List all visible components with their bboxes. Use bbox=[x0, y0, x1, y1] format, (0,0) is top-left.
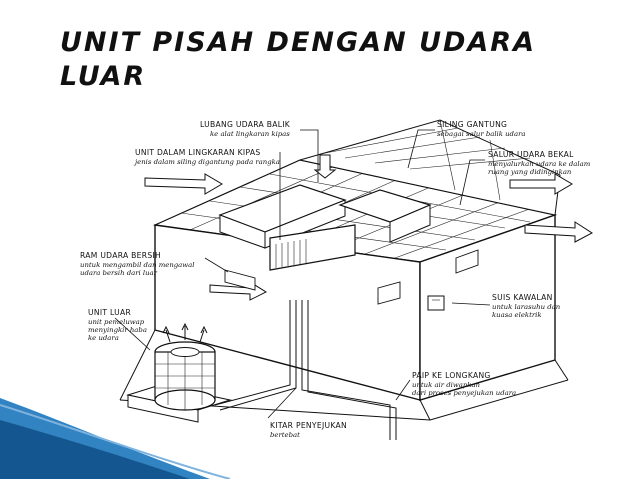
label-salur-udara-bekal: SALUR UDARA BEKAL menyalurkan udara ke d… bbox=[488, 150, 591, 176]
arrow-up-return bbox=[313, 154, 337, 179]
outdoor-unit bbox=[126, 322, 232, 423]
svg-text:menyalurkan udara ke dalam: menyalurkan udara ke dalam bbox=[488, 160, 591, 168]
svg-text:RAM UDARA BERSIH: RAM UDARA BERSIH bbox=[80, 251, 161, 260]
wall-louvres bbox=[224, 249, 479, 305]
svg-text:kuasa elektrik: kuasa elektrik bbox=[492, 311, 542, 319]
svg-text:SALUR UDARA BEKAL: SALUR UDARA BEKAL bbox=[488, 150, 574, 159]
title-line-2: LUAR bbox=[60, 61, 147, 92]
svg-text:untuk mengambil dan mengawal: untuk mengambil dan mengawal bbox=[80, 261, 195, 269]
svg-text:menyingkir haba: menyingkir haba bbox=[88, 326, 147, 334]
svg-text:unit pemeluwap: unit pemeluwap bbox=[88, 318, 145, 326]
svg-text:untuk larasuhu dan: untuk larasuhu dan bbox=[492, 303, 560, 311]
arrow-right-supply bbox=[524, 221, 593, 243]
label-paip-ke-longkang: PAIP KE LONGKANG untuk air diwapkan dari… bbox=[412, 371, 516, 397]
svg-text:UNIT LUAR: UNIT LUAR bbox=[88, 308, 132, 317]
label-unit-dalam: UNIT DALAM LINGKARAN KIPAS jenis dalam s… bbox=[133, 148, 280, 166]
svg-text:jenis dalam siling digantung p: jenis dalam siling digantung pada rangka bbox=[133, 158, 280, 166]
svg-text:untuk air diwapkan: untuk air diwapkan bbox=[412, 381, 480, 389]
svg-text:udara bersih dari luar: udara bersih dari luar bbox=[80, 269, 158, 277]
svg-text:ke alat lingkaran kipas: ke alat lingkaran kipas bbox=[210, 130, 290, 138]
control-switch-icon bbox=[427, 295, 445, 311]
supply-ducts bbox=[218, 184, 432, 271]
label-siling-gantung: SILING GANTUNG sebagai salur balik udara bbox=[437, 120, 525, 138]
label-unit-luar: UNIT LUAR unit pemeluwap menyingkir haba… bbox=[88, 308, 147, 342]
svg-text:SILING GANTUNG: SILING GANTUNG bbox=[437, 120, 507, 129]
svg-text:PAIP KE LONGKANG: PAIP KE LONGKANG bbox=[412, 371, 491, 380]
svg-text:bertebat: bertebat bbox=[270, 431, 300, 439]
svg-text:ruang yang didinginkan: ruang yang didinginkan bbox=[488, 168, 571, 176]
label-ram-udara-bersih: RAM UDARA BERSIH untuk mengambil dan men… bbox=[80, 251, 195, 277]
svg-text:UNIT DALAM LINGKARAN KIPAS: UNIT DALAM LINGKARAN KIPAS bbox=[135, 148, 260, 157]
slide-title: UNIT PISAH DENGAN UDARA LUAR bbox=[60, 26, 536, 94]
svg-text:dari proses penyejukan udara: dari proses penyejukan udara bbox=[412, 389, 516, 397]
label-lubang-udara-balik: LUBANG UDARA BALIK ke alat lingkaran kip… bbox=[200, 120, 291, 138]
label-suis-kawalan: SUIS KAWALAN untuk larasuhu dan kuasa el… bbox=[492, 293, 560, 319]
accent-wave bbox=[0, 398, 231, 479]
svg-text:sebagai salur balik udara: sebagai salur balik udara bbox=[437, 130, 525, 138]
label-kitar-penyejukan: KITAR PENYEJUKAN bertebat bbox=[270, 421, 347, 439]
refrigerant-pipes bbox=[214, 300, 397, 440]
leader-lines bbox=[114, 129, 491, 419]
title-line-1: UNIT PISAH DENGAN UDARA bbox=[60, 27, 536, 58]
svg-text:LUBANG UDARA BALIK: LUBANG UDARA BALIK bbox=[200, 120, 291, 129]
svg-text:SUIS KAWALAN: SUIS KAWALAN bbox=[492, 293, 553, 302]
arrow-right-top bbox=[509, 173, 573, 195]
svg-text:ke udara: ke udara bbox=[88, 334, 119, 342]
svg-text:KITAR PENYEJUKAN: KITAR PENYEJUKAN bbox=[270, 421, 347, 430]
arrow-left-top bbox=[144, 173, 223, 195]
